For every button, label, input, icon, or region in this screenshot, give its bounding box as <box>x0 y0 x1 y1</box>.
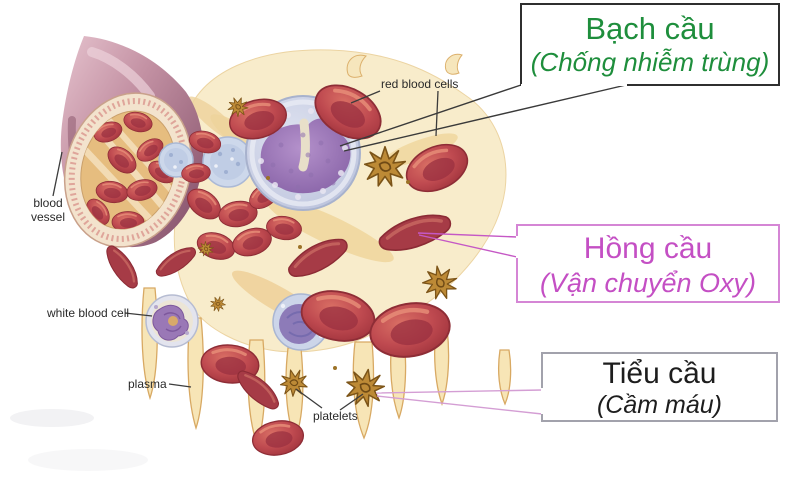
white-blood-cell-labeled <box>145 294 199 348</box>
vessel-interior-cells <box>81 108 183 234</box>
background-smudges <box>10 409 148 471</box>
white-blood-cell-label: white blood cell <box>47 306 130 320</box>
hong-cau-pointer-2 <box>418 234 518 258</box>
callout-notch <box>516 236 518 258</box>
bach-cau-pointer-1 <box>339 84 522 147</box>
callout-tieu-cau-title: Tiểu cầu <box>602 357 717 390</box>
platelet-group <box>195 94 464 410</box>
blood-vessel-label: blood vessel <box>30 196 65 224</box>
blood-vessel <box>60 36 204 248</box>
bach-cau-pointer-2 <box>343 84 627 152</box>
plasma-leader <box>168 383 192 388</box>
hong-cau-pointer-1 <box>417 232 518 238</box>
tieu-cau-pointer-1 <box>375 389 543 394</box>
callout-bach-cau-subtitle: (Chống nhiễm trùng) <box>530 47 770 77</box>
callout-bach-cau: Bạch cầu (Chống nhiễm trùng) <box>520 3 780 86</box>
tieu-cau-pointer-2 <box>376 395 543 415</box>
callout-tieu-cau-subtitle: (Cầm máu) <box>596 391 722 419</box>
callout-notch <box>541 388 543 414</box>
callout-tieu-cau: Tiểu cầu (Cầm máu) <box>541 352 778 422</box>
callout-hong-cau-subtitle: (Vận chuyển Oxy) <box>539 268 757 298</box>
red-blood-cells-label: red blood cells <box>381 77 459 91</box>
platelets-label: platelets <box>313 409 358 423</box>
callout-hong-cau-title: Hồng cầu <box>583 232 713 265</box>
white-blood-cell-leader <box>124 312 153 317</box>
callout-hong-cau: Hồng cầu (Vận chuyển Oxy) <box>516 224 780 303</box>
callout-notch <box>521 84 627 86</box>
blood-vessel-leader <box>52 151 63 197</box>
platelets-leader-2 <box>339 393 364 411</box>
red-blood-cells-leader-1 <box>350 90 381 104</box>
callout-pointer-lines <box>339 84 627 415</box>
plasma-label: plasma <box>128 377 167 391</box>
callout-bach-cau-title: Bạch cầu <box>585 11 715 46</box>
platelets-leader-1 <box>295 388 323 409</box>
